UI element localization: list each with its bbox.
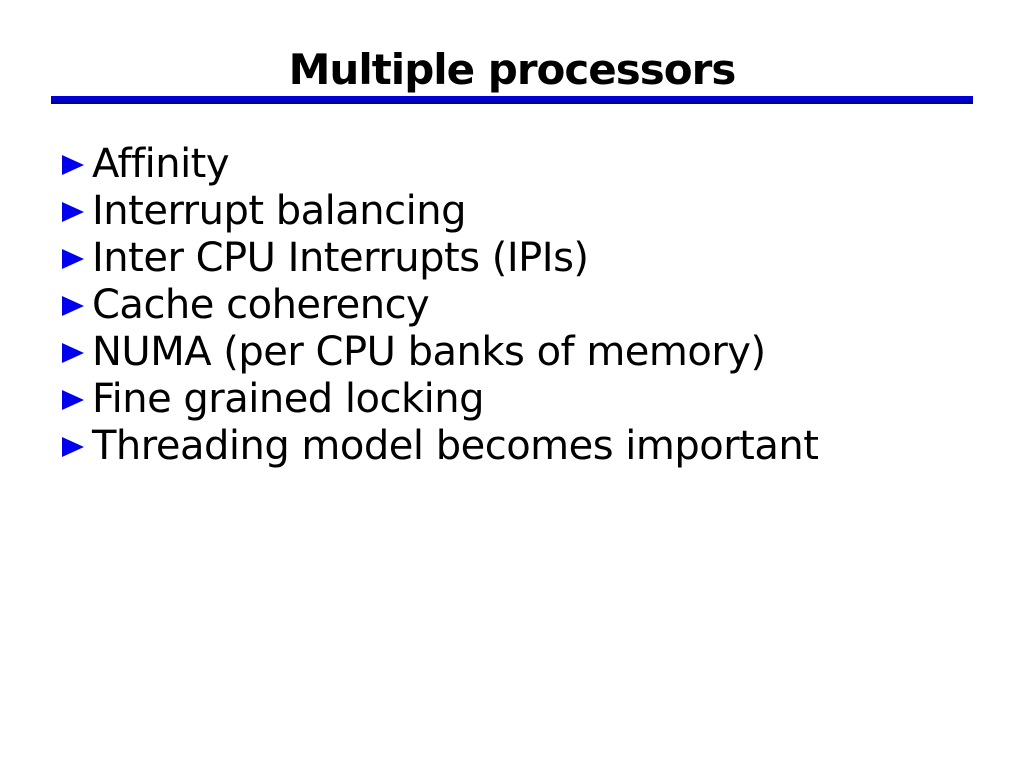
list-item: Fine grained locking [62, 375, 818, 422]
bullet-text: NUMA (per CPU banks of memory) [92, 328, 766, 375]
triangle-bullet-icon [62, 201, 84, 222]
bullet-text: Cache coherency [92, 281, 430, 328]
bullet-text: Threading model becomes important [92, 422, 819, 469]
triangle-bullet-icon [62, 295, 84, 316]
bullet-text: Interrupt balancing [92, 187, 467, 234]
triangle-bullet-icon [62, 342, 84, 363]
triangle-bullet-icon [62, 154, 84, 175]
list-item: Inter CPU Interrupts (IPIs) [62, 234, 818, 281]
bullet-text: Inter CPU Interrupts (IPIs) [92, 234, 589, 281]
title-underline-rule [51, 96, 973, 104]
bullet-text: Fine grained locking [92, 375, 485, 422]
triangle-bullet-icon [62, 436, 84, 457]
bullet-text: Affinity [92, 140, 230, 187]
page-title: Multiple processors [288, 45, 737, 94]
bullet-list: Affinity Interrupt balancing Inter CPU I… [62, 140, 819, 469]
list-item: Interrupt balancing [62, 187, 818, 234]
list-item: Threading model becomes important [62, 422, 819, 469]
list-item: NUMA (per CPU banks of memory) [62, 328, 818, 375]
list-item: Affinity [62, 140, 818, 187]
list-item: Cache coherency [62, 281, 818, 328]
triangle-bullet-icon [62, 248, 84, 269]
triangle-bullet-icon [62, 389, 84, 410]
